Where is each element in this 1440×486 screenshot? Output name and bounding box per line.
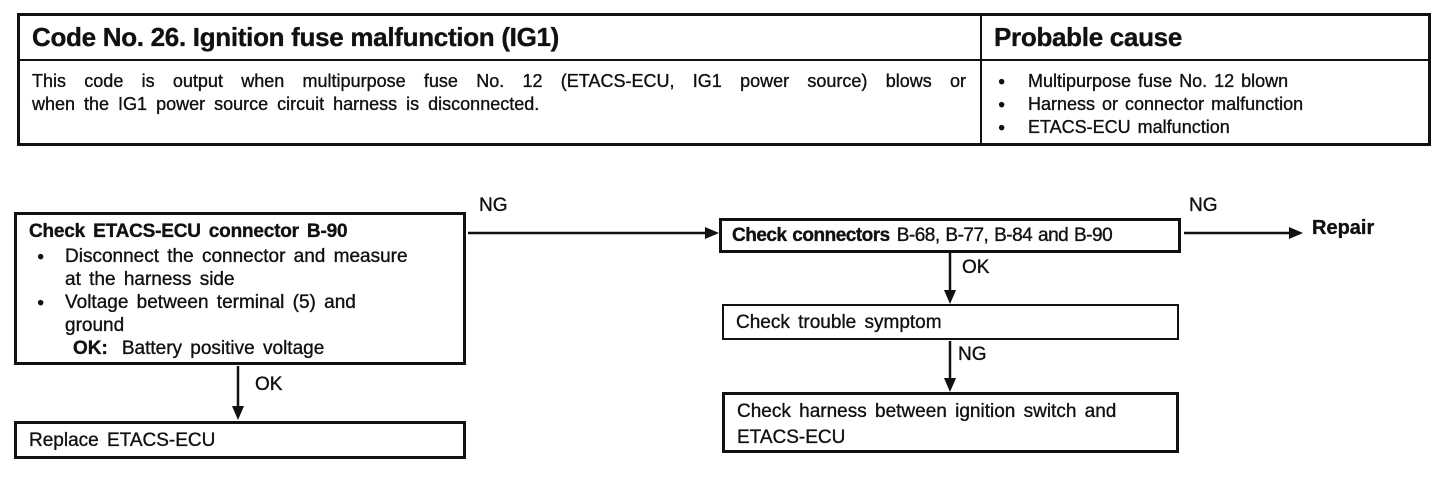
ok-criteria-value: Battery positive voltage — [121, 338, 325, 359]
ng-label: NG — [958, 344, 987, 365]
probable-cause-cell: Probable cause — [982, 16, 1428, 61]
dtc-table: Code No. 26. Ignition fuse malfunction (… — [17, 13, 1431, 146]
repair-endpoint-label: Repair — [1312, 217, 1375, 239]
dtc-code-title: Code No. 26. Ignition fuse malfunction (… — [32, 22, 560, 52]
bullet-icon: ● — [998, 120, 1006, 134]
dtc-description-cell: This code is output when multipurpose fu… — [20, 61, 982, 143]
cause-text: ETACS-ECU malfunction — [1028, 117, 1230, 137]
bullet-text-line: Disconnect the connector and measure — [65, 246, 408, 267]
ok-label: OK — [255, 374, 283, 395]
ok-criteria-line: OK: Battery positive voltage — [29, 337, 455, 360]
flow-box-title: Check ETACS-ECU connector B-90 — [29, 221, 348, 242]
bullet-text-line: at the harness side — [65, 269, 235, 290]
arrowhead-icon — [944, 290, 956, 304]
description-line-1: This code is output when multipurpose fu… — [32, 71, 966, 91]
arrowhead-icon — [1289, 227, 1303, 239]
cause-text: Multipurpose fuse No. 12 blown — [1028, 71, 1289, 91]
cause-item: ● Harness or connector malfunction — [998, 93, 1416, 116]
bullet-text-line: ground — [65, 315, 125, 336]
ok-label: OK — [962, 257, 990, 278]
arrowhead-icon — [705, 227, 719, 239]
ng-label: NG — [479, 195, 508, 216]
flow-bullet: ● Disconnect the connector and measure a… — [29, 245, 455, 291]
flow-bullet: ● Voltage between terminal (5) and groun… — [29, 291, 455, 337]
dtc-description: This code is output when multipurpose fu… — [32, 70, 966, 116]
cause-item: ● Multipurpose fuse No. 12 blown — [998, 70, 1416, 93]
cause-text: Harness or connector malfunction — [1028, 94, 1304, 114]
ok-criteria-label: OK: — [73, 338, 108, 359]
arrowhead-icon — [944, 378, 956, 392]
flow-box-check-connectors: Check connectors B-68, B-77, B-84 and B-… — [719, 218, 1181, 253]
probable-cause-header: Probable cause — [994, 22, 1183, 52]
ng-label: NG — [1189, 195, 1218, 216]
dtc-title-cell: Code No. 26. Ignition fuse malfunction (… — [20, 16, 982, 61]
bullet-text-line: Voltage between terminal (5) and — [65, 292, 356, 313]
description-line-2: when the IG1 power source circuit harnes… — [32, 94, 540, 114]
flow-box-text: Check trouble symptom — [736, 311, 942, 333]
flow-box-title: Check connectors — [732, 225, 891, 246]
bullet-icon: ● — [37, 249, 45, 263]
flow-box-check-harness: Check harness between ignition switch an… — [722, 392, 1179, 453]
flow-box-text: Replace ETACS-ECU — [29, 429, 216, 451]
bullet-icon: ● — [998, 74, 1006, 88]
bullet-icon: ● — [998, 97, 1006, 111]
flow-box-text: B-68, B-77, B-84 and B-90 — [896, 225, 1113, 246]
flow-box-text-line: ETACS-ECU — [737, 427, 846, 448]
flow-box-check-trouble-symptom: Check trouble symptom — [722, 304, 1179, 340]
cause-item: ● ETACS-ECU malfunction — [998, 116, 1416, 139]
flow-box-check-ecu-connector: Check ETACS-ECU connector B-90 ● Disconn… — [14, 212, 466, 365]
arrowhead-icon — [232, 406, 244, 420]
flow-box-text-line: Check harness between ignition switch an… — [737, 401, 1117, 422]
bullet-icon: ● — [37, 295, 45, 309]
probable-cause-list: ● Multipurpose fuse No. 12 blown ● Harne… — [982, 61, 1428, 143]
flow-box-replace-ecu: Replace ETACS-ECU — [14, 421, 466, 459]
